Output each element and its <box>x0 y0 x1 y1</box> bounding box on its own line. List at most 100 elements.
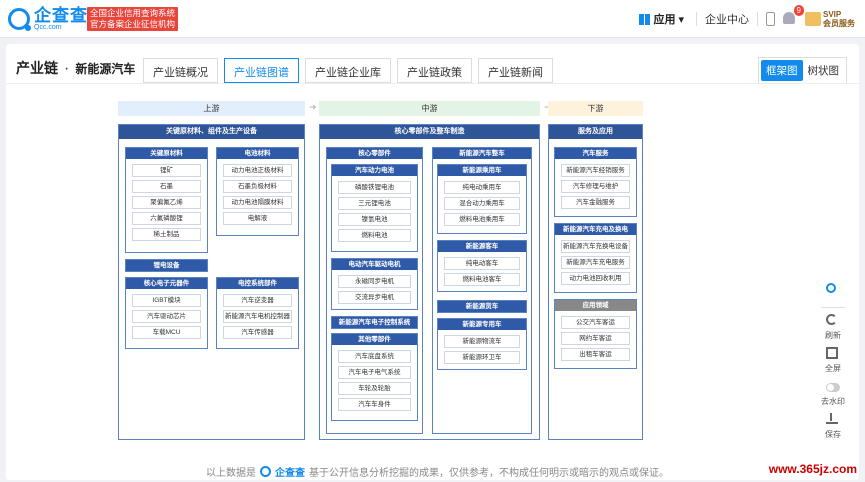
chain-node[interactable]: 石墨 <box>132 180 201 193</box>
chain-node[interactable]: 三元锂电池 <box>338 197 411 210</box>
drive-motor-box: 电动汽车驱动电机 永磁同步电机 交流异步电机 <box>331 258 418 310</box>
tab-overview[interactable]: 产业链概况 <box>143 58 218 83</box>
chain-node[interactable]: 新能源环卫车 <box>444 351 520 364</box>
chain-node[interactable]: 燃料电池 <box>338 229 411 242</box>
arrow-right-icon: ➜ <box>309 102 317 112</box>
frame-view-button[interactable]: 框架图 <box>761 60 803 81</box>
core-parts-box: 核心零部件 汽车动力电池 磷酸铁锂电池 三元锂电池 镍氢电池 燃料电池 电动汽车… <box>326 147 423 434</box>
chain-node[interactable]: 纯电动乘用车 <box>444 181 520 194</box>
download-icon <box>826 413 838 424</box>
other-parts-box: 其他零部件 汽车底盘系统 汽车电子电气系统 车轮及轮胎 汽车车身件 <box>331 333 418 421</box>
refresh-icon <box>826 314 837 325</box>
chain-node[interactable]: 六氟磷酸锂 <box>132 212 201 225</box>
midstream-column: 核心零部件及整车制造 核心零部件 汽车动力电池 磷酸铁锂电池 三元锂电池 镍氢电… <box>319 124 540 440</box>
tab-bar: 产业链概况 产业链图谱 产业链企业库 产业链政策 产业链新闻 <box>143 58 553 83</box>
chain-node[interactable]: 动力电池回收利用 <box>561 272 630 285</box>
tree-view-button[interactable]: 树状图 <box>807 65 840 77</box>
zoom-slider-handle[interactable] <box>817 283 849 299</box>
chain-node[interactable]: IGBT模块 <box>132 294 201 307</box>
chain-node[interactable]: 汽车驱动芯片 <box>132 310 201 323</box>
chain-node[interactable]: 电解液 <box>223 212 292 225</box>
fullscreen-icon <box>826 347 838 359</box>
chain-node[interactable]: 动力电池正极材料 <box>223 164 292 177</box>
chain-node[interactable]: 永磁同步电机 <box>338 275 411 288</box>
page-title: 产业链 · 新能源汽车 <box>16 60 136 77</box>
grid-icon <box>639 13 651 25</box>
data-disclaimer: 以上数据是 企查查 基于公开信息分析挖掘的成果，仅供参考，不构成任何明示或暗示的… <box>206 466 669 479</box>
app-menu-button[interactable]: 应用 ▾ <box>635 11 688 27</box>
save-button[interactable]: 保存 <box>817 413 849 440</box>
chain-node[interactable]: 燃料电池客车 <box>444 273 520 286</box>
enterprise-center-link[interactable]: 企业中心 <box>705 14 749 26</box>
control-system-box: 电控系统部件 汽车逆变器 新能源汽车电机控制器 汽车传感器 <box>216 277 299 349</box>
stage-downstream: 下游 <box>548 101 643 116</box>
logo-icon <box>8 8 31 31</box>
toggle-switch-icon <box>826 382 840 392</box>
chain-node[interactable]: 汽车传感器 <box>223 326 292 339</box>
chain-node[interactable]: 出租车客运 <box>561 348 630 361</box>
chain-node[interactable]: 动力电池隔膜材料 <box>223 196 292 209</box>
stage-midstream: 中游 <box>319 101 540 116</box>
chain-node[interactable]: 石墨负极材料 <box>223 180 292 193</box>
mobile-phone-icon[interactable] <box>766 12 775 26</box>
svip-member-button[interactable]: SVIP 会员服务 <box>805 10 855 28</box>
vehicle-box: 新能源汽车整车 新能源乘用车 纯电动乘用车 混合动力乘用车 燃料电池乘用车 新能… <box>432 147 532 434</box>
chain-node[interactable]: 新能源汽车电机控制器 <box>223 310 292 323</box>
refresh-button[interactable]: 刷新 <box>817 314 849 341</box>
power-battery-box: 汽车动力电池 磷酸铁锂电池 三元锂电池 镍氢电池 燃料电池 <box>331 164 418 252</box>
upstream-column: 关键原材料、组件及生产设备 关键原材料 锂矿 石墨 聚偏氟乙烯 六氟磷酸锂 稀土… <box>118 124 305 440</box>
chain-node[interactable]: 公交汽车客运 <box>561 316 630 329</box>
battery-materials-box: 电池材料 动力电池正极材料 石墨负极材料 动力电池隔膜材料 电解液 <box>216 147 299 236</box>
slogan-badge: 全国企业信用查询系统 官方备案企业征信机构 <box>87 7 179 31</box>
chain-node[interactable]: 纯电动客车 <box>444 257 520 270</box>
charging-box: 新能源汽车充电及换电 新能源汽车充换电设备 新能源汽车充电服务 动力电池回收利用 <box>554 223 637 293</box>
tab-policy[interactable]: 产业链政策 <box>397 58 472 83</box>
remove-watermark-toggle[interactable]: 去水印 <box>817 380 849 407</box>
chain-node[interactable]: 汽车逆变器 <box>223 294 292 307</box>
passenger-car-box: 新能源乘用车 纯电动乘用车 混合动力乘用车 燃料电池乘用车 <box>437 164 527 234</box>
location-pin-icon <box>826 283 836 293</box>
chain-node[interactable]: 汽车车身件 <box>338 398 411 411</box>
chain-node[interactable]: 镍氢电池 <box>338 213 411 226</box>
chain-node[interactable]: 锂矿 <box>132 164 201 177</box>
tab-enterprise-library[interactable]: 产业链企业库 <box>305 58 391 83</box>
chain-node[interactable]: 混合动力乘用车 <box>444 197 520 210</box>
arrow-right-icon: ➜ <box>544 102 552 113</box>
chain-node[interactable]: 新能源汽车经销服务 <box>561 164 630 177</box>
chain-node[interactable]: 新能源汽车充电服务 <box>561 256 630 269</box>
auto-service-box: 汽车服务 新能源汽车经销服务 汽车修理与维护 汽车金融服务 <box>554 147 637 217</box>
chain-node[interactable]: 新能源汽车充换电设备 <box>561 240 630 253</box>
lithium-equipment-box[interactable]: 锂电设备 <box>125 259 208 272</box>
chain-node[interactable]: 聚偏氟乙烯 <box>132 196 201 209</box>
chain-node[interactable]: 磷酸铁锂电池 <box>338 181 411 194</box>
chain-node[interactable]: 汽车金融服务 <box>561 196 630 209</box>
chain-node[interactable]: 稀土制品 <box>132 228 201 241</box>
chain-node[interactable]: 汽车底盘系统 <box>338 350 411 363</box>
chain-node[interactable]: 交流异步电机 <box>338 291 411 304</box>
truck-box[interactable]: 新能源货车 <box>437 300 527 313</box>
tab-chain-map[interactable]: 产业链图谱 <box>224 58 299 83</box>
notification-badge: 9 <box>793 5 804 16</box>
chain-node[interactable]: 网约车客运 <box>561 332 630 345</box>
chain-node[interactable]: 新能源物流车 <box>444 335 520 348</box>
view-toggle: 框架图 树状图 <box>758 57 847 84</box>
bell-icon <box>783 12 795 24</box>
chain-node[interactable]: 汽车电子电气系统 <box>338 366 411 379</box>
core-electronics-box: 核心电子元器件 IGBT模块 汽车驱动芯片 车载MCU <box>125 277 208 349</box>
stage-upstream: 上游 <box>118 101 305 116</box>
site-logo[interactable]: 企查查 Qcc.com <box>8 7 88 31</box>
tab-news[interactable]: 产业链新闻 <box>478 58 553 83</box>
bus-box: 新能源客车 纯电动客车 燃料电池客车 <box>437 240 527 292</box>
electronic-control-box[interactable]: 新能源汽车电子控制系统 <box>331 316 418 329</box>
chain-node[interactable]: 车载MCU <box>132 326 201 339</box>
logo-text-cn: 企查查 <box>34 6 88 25</box>
chain-node[interactable]: 燃料电池乘用车 <box>444 213 520 226</box>
fullscreen-button[interactable]: 全屏 <box>817 347 849 374</box>
side-toolbar: 刷新 全屏 去水印 保存 <box>815 283 851 446</box>
special-vehicle-box: 新能源专用车 新能源物流车 新能源环卫车 <box>437 318 527 370</box>
notification-bell[interactable]: 9 <box>783 5 804 26</box>
chain-node[interactable]: 车轮及轮胎 <box>338 382 411 395</box>
caret-down-icon: ▾ <box>678 13 684 26</box>
main-panel: 产业链 · 新能源汽车 产业链概况 产业链图谱 产业链企业库 产业链政策 产业链… <box>6 44 859 480</box>
chain-node[interactable]: 汽车修理与维护 <box>561 180 630 193</box>
